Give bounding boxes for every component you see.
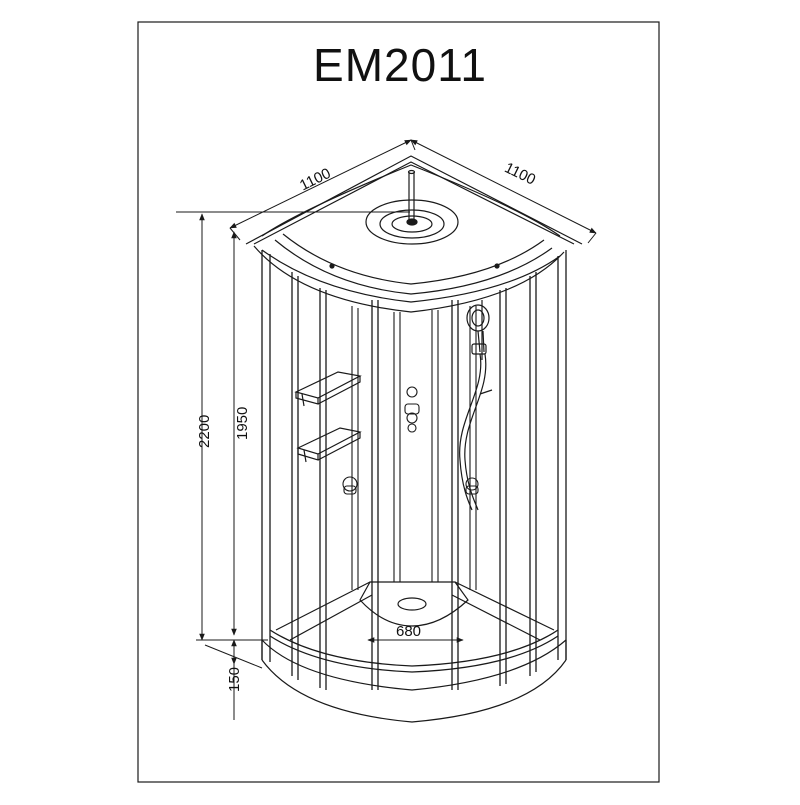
model-title: EM2011	[313, 39, 487, 91]
dim-cabin-height: 1950	[234, 407, 251, 440]
dim-width-left: 1100	[297, 165, 333, 194]
dimension-lines	[176, 139, 597, 720]
dim-door-opening: 680	[396, 623, 421, 640]
dim-total-height: 2200	[196, 415, 213, 448]
shower-tray	[261, 581, 567, 723]
door-frame	[261, 250, 567, 690]
page-border	[137, 21, 660, 783]
dim-width-right: 1100	[502, 159, 538, 188]
corner-shelves	[294, 371, 362, 463]
cabin-roof	[245, 155, 583, 313]
dim-tray-height: 150	[226, 667, 243, 692]
hand-shower	[459, 300, 493, 511]
back-panel	[342, 306, 479, 590]
